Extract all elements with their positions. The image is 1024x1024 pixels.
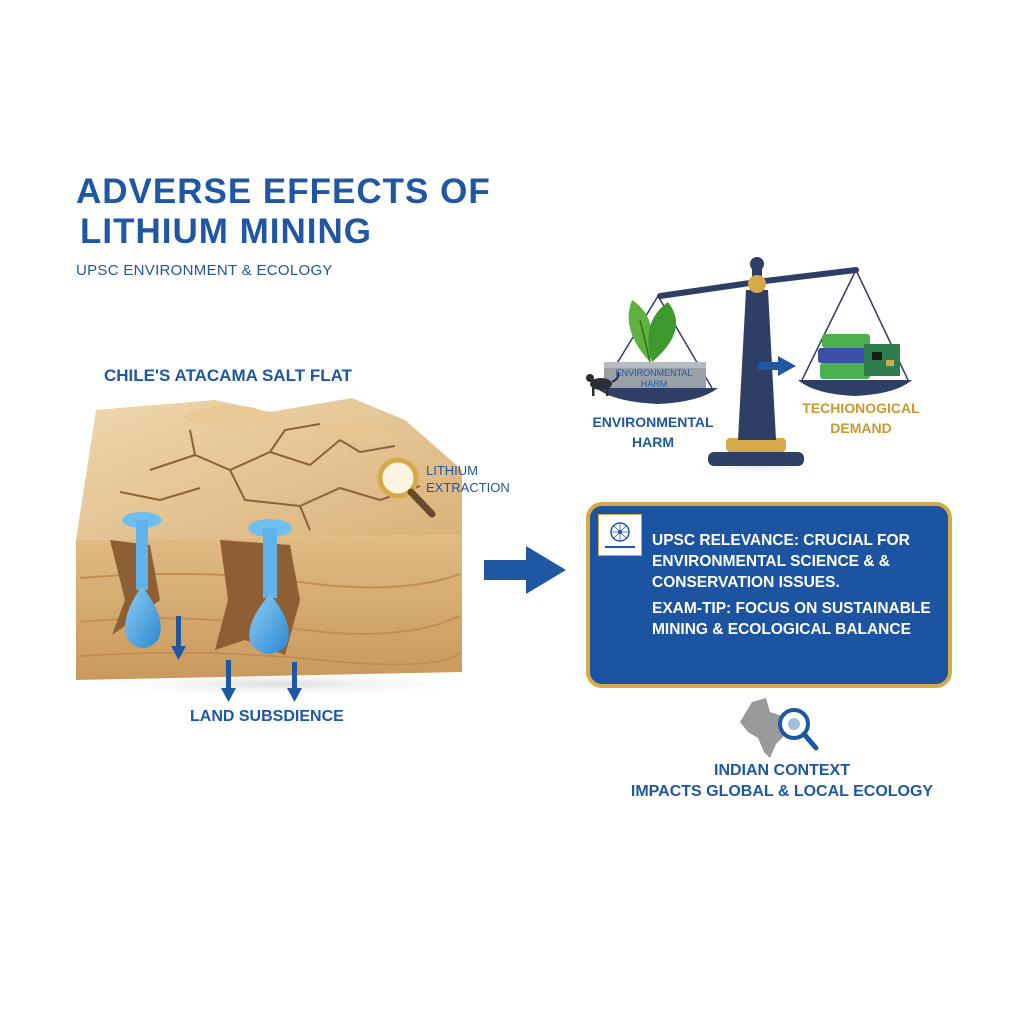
indian-context-title: INDIAN CONTEXT [714,762,850,779]
lithium-extraction-label: LITHIUM EXTRACTION [426,462,510,496]
balance-scale [596,257,912,466]
brine-pocket [125,586,161,648]
environmental-harm-label: ENVIRONMENTAL HARM [592,414,714,450]
extraction-label-line: EXTRACTION [426,480,510,495]
magnifier-icon [778,708,819,751]
brine-pocket [249,594,289,654]
upsc-relevance-text: UPSC RELEVANCE: CRUCIAL FOR ENVIRONMENTA… [652,532,910,591]
subtitle: UPSC ENVIRONMENT & ECOLOGY [76,262,333,279]
leaf-icon [628,300,677,363]
technological-demand-label: TECHIONOGICAL DEMAND [802,400,920,436]
subsidence-arrow [287,662,302,702]
india-map-icon [740,698,792,758]
indian-context-text: INDIAN CONTEXT IMPACTS GLOBAL & LOCAL EC… [612,760,952,802]
strata-line [79,651,461,666]
animal-icon [586,371,620,396]
flow-arrow [484,546,566,594]
small-arrow [758,356,796,376]
title-line-2: LITHIUM MINING [80,212,373,251]
exam-tip-text: EXAM-TIP: FOCUS ON SUSTAINABLE MINING & … [652,600,931,638]
emblem-icon [598,514,642,556]
title-line-1: ADVERSE EFFECTS OF [76,172,491,211]
subsidence-arrow [221,660,236,702]
upsc-info-box [586,502,952,688]
subsidence-arrow [171,616,186,660]
land-subsidence-label: LAND SUBSDIENCE [190,708,344,725]
lithium-label-line: LITHIUM [426,463,478,478]
indian-context-subtitle: IMPACTS GLOBAL & LOCAL ECOLOGY [630,783,934,800]
salt-flat-label: CHILE'S ATACAMA SALT FLAT [104,366,352,385]
battery-stack-icon [818,334,900,379]
extraction-pipe [136,520,148,590]
magnifier-icon [377,457,436,518]
plate-label: ENVIRONMENTAL HARM [615,368,693,389]
sand-mound [180,405,280,431]
surface-cracks [119,423,421,531]
sand-mound [320,423,400,446]
extraction-pipe [263,528,277,598]
